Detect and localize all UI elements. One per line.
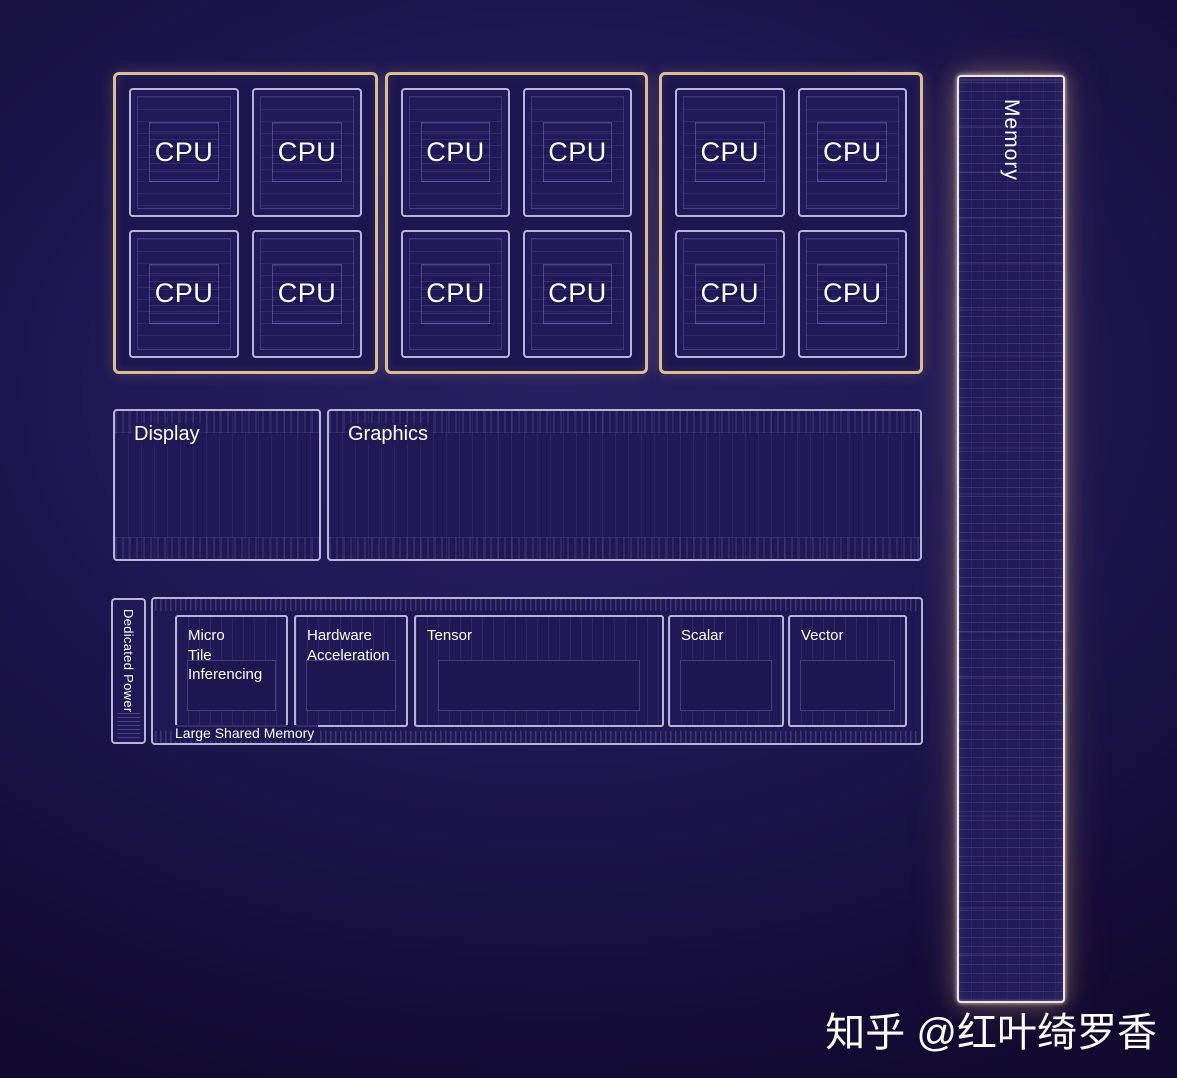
circuit-pattern — [260, 237, 354, 350]
memory-label: Memory — [1000, 99, 1023, 181]
hardware-acceleration-block: Hardware Acceleration — [294, 615, 408, 727]
cpu-core-label: CPU — [277, 136, 337, 167]
circuit-pattern — [409, 96, 502, 209]
cpu-core-label: CPU — [154, 278, 214, 309]
cpu-core: CPU — [523, 88, 632, 217]
graphics-label: Graphics — [345, 423, 432, 446]
circuit-pattern — [817, 122, 888, 183]
circuit-pattern — [817, 263, 888, 324]
dedicated-power-label: Dedicated Power — [121, 609, 136, 713]
circuit-pattern — [531, 96, 624, 209]
circuit-pattern — [137, 237, 231, 350]
circuit-pattern — [260, 96, 354, 209]
tensor-block: Tensor — [414, 615, 664, 727]
cpu-core-label: CPU — [548, 278, 607, 309]
display-label: Display — [131, 423, 203, 446]
cpu-core-label: CPU — [154, 136, 214, 167]
tensor-label: Tensor — [427, 627, 473, 644]
cpu-core-label: CPU — [277, 278, 337, 309]
cpu-core-label: CPU — [548, 136, 607, 167]
cpu-core: CPU — [797, 229, 907, 358]
circuit-pattern — [542, 122, 613, 183]
cpu-core-label: CPU — [700, 136, 759, 167]
cpu-core-label: CPU — [822, 136, 882, 167]
cpu-core: CPU — [252, 88, 362, 217]
cpu-core-label: CPU — [700, 278, 759, 309]
cpu-core: CPU — [129, 229, 239, 358]
cpu-core: CPU — [252, 229, 362, 358]
circuit-pattern — [805, 237, 899, 350]
label-line: Tile Inferencing — [188, 646, 263, 684]
watermark: 知乎 @红叶绮罗香 — [825, 1011, 1157, 1055]
label-line: Acceleration — [307, 646, 390, 664]
circuit-pattern — [420, 122, 491, 183]
circuit-pattern — [805, 96, 899, 209]
cpu-core-label: CPU — [822, 278, 882, 309]
circuit-pattern — [272, 122, 342, 183]
hardware-acceleration-label: Hardware Acceleration — [307, 626, 390, 665]
cpu-core: CPU — [401, 88, 510, 217]
cpu-core: CPU — [523, 229, 632, 358]
display-block: Display — [113, 409, 321, 561]
circuit-pattern — [683, 96, 777, 209]
cpu-core: CPU — [797, 88, 907, 217]
circuit-pattern — [542, 263, 613, 324]
vector-label: Vector — [801, 627, 844, 644]
large-shared-memory-label: Large Shared Memory — [175, 725, 319, 741]
circuit-pattern — [149, 122, 219, 183]
circuit-pattern — [409, 237, 502, 350]
scalar-block: Scalar — [668, 615, 784, 727]
micro-tile-inferencing-block: Micro Tile Inferencing — [175, 615, 288, 727]
micro-tile-inferencing-label: Micro Tile Inferencing — [188, 626, 286, 685]
cpu-core: CPU — [401, 229, 510, 358]
circuit-pattern — [694, 263, 765, 324]
circuit-pattern — [137, 96, 231, 209]
cpu-cluster-3: CPU CPU CPU CPU — [659, 72, 923, 374]
memory-block: Memory — [957, 75, 1065, 1003]
cpu-core-label: CPU — [426, 136, 485, 167]
vector-block: Vector — [788, 615, 907, 727]
cpu-core: CPU — [675, 88, 785, 217]
scalar-label: Scalar — [681, 627, 724, 644]
cpu-core: CPU — [129, 88, 239, 217]
label-line: Hardware — [307, 627, 373, 644]
cpu-core-label: CPU — [426, 278, 485, 309]
circuit-pattern — [694, 122, 765, 183]
label-line: Micro — [188, 627, 225, 644]
cpu-cluster-1: CPU CPU CPU CPU — [113, 72, 378, 374]
circuit-pattern — [531, 237, 624, 350]
graphics-block: Graphics — [327, 409, 922, 561]
circuit-pattern — [420, 263, 491, 324]
cpu-cluster-2: CPU CPU CPU CPU — [385, 72, 648, 374]
circuit-pattern — [272, 263, 342, 324]
circuit-pattern — [149, 263, 219, 324]
dedicated-power-block: Dedicated Power — [111, 598, 146, 744]
npu-container: Micro Tile Inferencing Hardware Accelera… — [151, 597, 923, 745]
cpu-core: CPU — [675, 229, 785, 358]
circuit-pattern — [683, 237, 777, 350]
